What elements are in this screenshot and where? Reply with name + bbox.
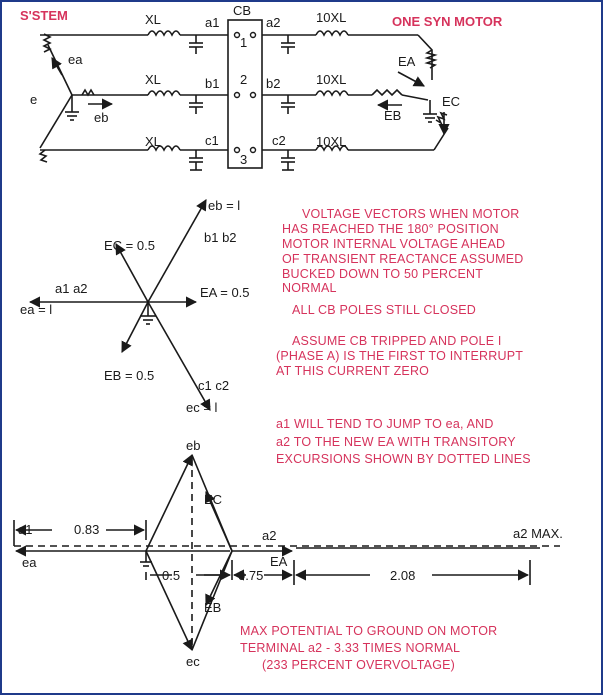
note1-line3: MOTOR INTERNAL VOLTAGE AHEAD [282,237,505,251]
node-c2: c2 [272,133,286,148]
note1-line2: HAS REACHED THE 180° POSITION [282,222,499,236]
node-a2: a2 [266,15,280,30]
xl-label-3: XL [145,134,161,149]
vec-eb: eb = l [208,198,240,213]
node-a1: a1 [205,15,219,30]
node-b2: b2 [266,76,280,91]
note4-line1: a1 WILL TEND TO JUMP TO ea, AND [276,417,494,431]
note-max-potential: MAX POTENTIAL TO GROUND ON MOTOR TERMINA… [240,624,497,672]
note3-line1: ASSUME CB TRIPPED AND POLE I [292,334,502,348]
pole-1: 1 [240,35,247,50]
source-wye [38,33,140,163]
note1-line1: VOLTAGE VECTORS WHEN MOTOR [302,207,520,221]
vec-ea: ea = l [20,302,52,317]
pole-3: 3 [240,152,247,167]
exc-a2: a2 [262,528,276,543]
note5-line2: TERMINAL a2 - 3.33 TIMES NORMAL [240,641,460,655]
note4-line2: a2 TO THE NEW EA WITH TRANSITORY [276,435,516,449]
e-label: e [30,92,37,107]
node-b1: b1 [205,76,219,91]
node-c1: c1 [205,133,219,148]
motor-EC-label: EC [442,94,460,109]
exc-083: 0.83 [74,522,99,537]
exc-208: 2.08 [390,568,415,583]
ea-label: ea [68,52,83,67]
vec-a1a2: a1 a2 [55,281,88,296]
xl-label-1: XL [145,12,161,27]
vector-diagram [28,199,211,411]
pole-2: 2 [240,72,247,87]
exc-EC: EC [204,492,222,507]
motor-wye [371,34,450,151]
note-voltage-vectors: VOLTAGE VECTORS WHEN MOTOR HAS REACHED T… [282,207,523,295]
motor-EA-label: EA [398,54,416,69]
exc-EA: EA [270,554,288,569]
phase-lines [40,19,434,171]
note1-line5: BUCKED DOWN TO 50 PERCENT [282,267,483,281]
tenxl-label-2: 10XL [316,72,346,87]
system-label: S'STEM [20,8,68,23]
exc-eb: eb [186,438,200,453]
xl-label-2: XL [145,72,161,87]
note1-line6: NORMAL [282,281,337,295]
note5-line1: MAX POTENTIAL TO GROUND ON MOTOR [240,624,497,638]
note5-line3: (233 PERCENT OVERVOLTAGE) [262,658,455,672]
note-poles-closed: ALL CB POLES STILL CLOSED [292,303,476,317]
eb-label: eb [94,110,108,125]
vec-EB: EB = 0.5 [104,368,154,383]
note3-line2: (PHASE A) IS THE FIRST TO INTERRUPT [276,349,523,363]
tenxl-label-3: 10XL [316,134,346,149]
note3-line3: AT THIS CURRENT ZERO [276,364,429,378]
exc-ea: ea [22,555,37,570]
motor-EB-label: EB [384,108,401,123]
excursion-diagram [13,453,560,652]
note-jump: a1 WILL TEND TO JUMP TO ea, AND a2 TO TH… [276,417,531,466]
exc-a1: a1 [18,522,32,537]
vec-ec: ec = l [186,400,218,415]
exc-ec: ec [186,654,200,669]
note-cb-tripped: ASSUME CB TRIPPED AND POLE I (PHASE A) I… [276,334,523,378]
vec-b1b2: b1 b2 [204,230,237,245]
exc-05: 0.5 [162,568,180,583]
motor-label: ONE SYN MOTOR [392,14,503,29]
exc-EB: EB [204,600,221,615]
note1-line4: OF TRANSIENT REACTANCE ASSUMED [282,252,523,266]
tenxl-label-1: 10XL [316,10,346,25]
vec-EC: EC = 0.5 [104,238,155,253]
cb-label: CB [233,3,251,18]
exc-a2max: a2 MAX. [513,526,563,541]
vec-EA: EA = 0.5 [200,285,250,300]
note4-line3: EXCURSIONS SHOWN BY DOTTED LINES [276,452,531,466]
exc-075: 0.75 [238,568,263,583]
vec-c1c2: c1 c2 [198,378,229,393]
